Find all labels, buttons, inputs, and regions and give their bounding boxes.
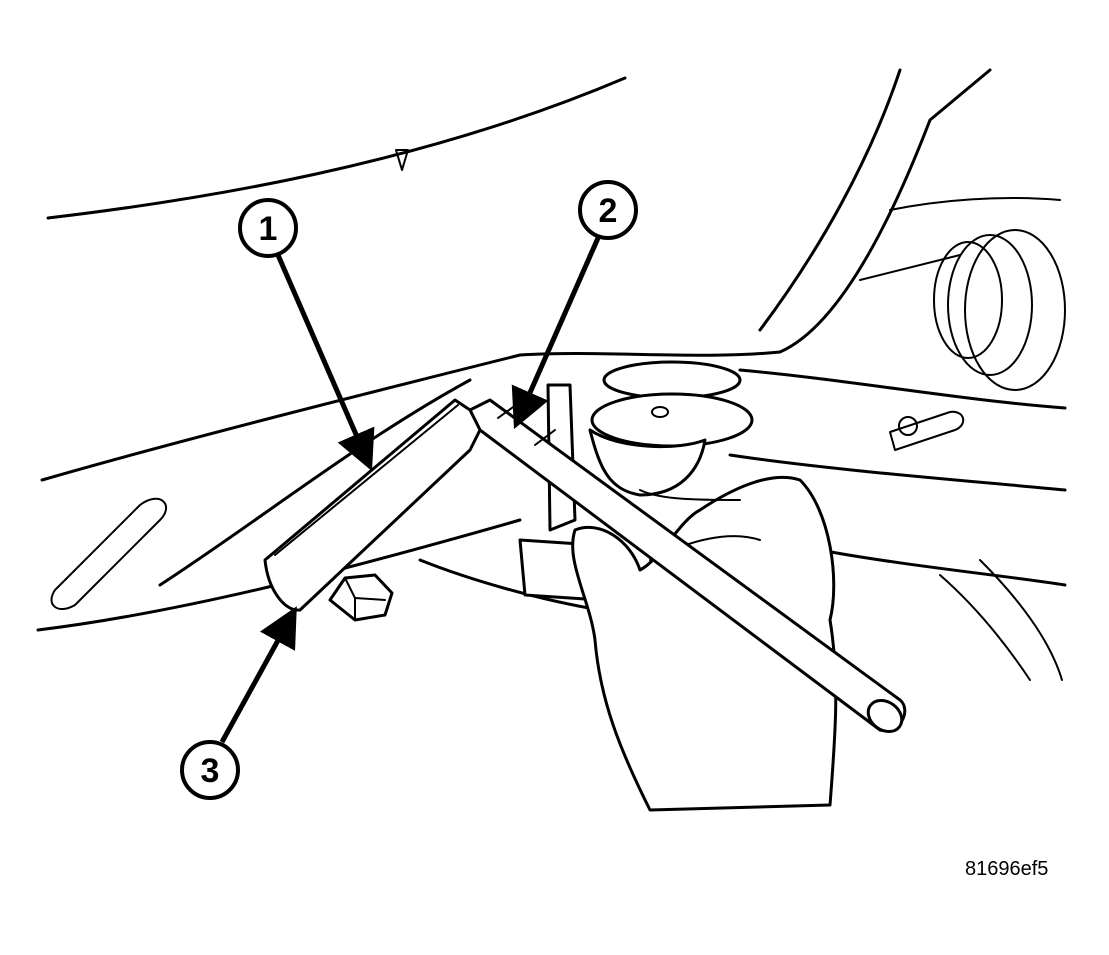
panel-hole xyxy=(898,416,918,436)
cv-boot-ring-1 xyxy=(947,234,1033,376)
callout-1-label: 1 xyxy=(259,210,278,248)
cv-boot-outer xyxy=(964,229,1066,391)
callout-2-label: 2 xyxy=(599,192,618,230)
axle-detail-2 xyxy=(859,254,961,281)
crossmember-bottom xyxy=(728,453,1067,492)
body-panel-outline xyxy=(40,68,992,482)
knuckle-detail-2 xyxy=(939,574,1031,681)
cv-boot-ring-2 xyxy=(933,241,1003,359)
figure-code: 81696ef5 xyxy=(965,858,1049,880)
fender-upper-line xyxy=(46,76,627,220)
frame-rail-upper xyxy=(158,378,472,587)
crossmember-lower xyxy=(818,548,1067,587)
body-inner-edge xyxy=(758,68,902,332)
wrench-handle-end xyxy=(866,699,904,733)
callout-2: 2 xyxy=(578,180,638,240)
clip-mark xyxy=(395,149,409,171)
wrench-seam-2 xyxy=(534,429,556,446)
crossmember-top xyxy=(738,368,1067,410)
spring-seat-plate xyxy=(590,392,754,448)
callout-3: 3 xyxy=(180,740,240,800)
bushing-center xyxy=(651,406,669,418)
callout-leader-2 xyxy=(511,236,601,430)
panel-slot-right xyxy=(889,410,965,451)
callout-3-label: 3 xyxy=(201,752,220,790)
knuckle-detail xyxy=(979,559,1063,681)
hand-thumb-line xyxy=(639,489,741,501)
axle-detail xyxy=(889,197,1061,211)
callout-leader-3 xyxy=(219,606,297,744)
pivot-bolt-flat xyxy=(344,577,386,621)
adapter-tool-edge xyxy=(274,404,459,556)
frame-rail-lower xyxy=(418,558,602,612)
bushing-body xyxy=(588,428,707,497)
callout-leader-1 xyxy=(275,254,375,472)
callout-1: 1 xyxy=(238,198,298,258)
panel-slot-left xyxy=(50,497,167,610)
